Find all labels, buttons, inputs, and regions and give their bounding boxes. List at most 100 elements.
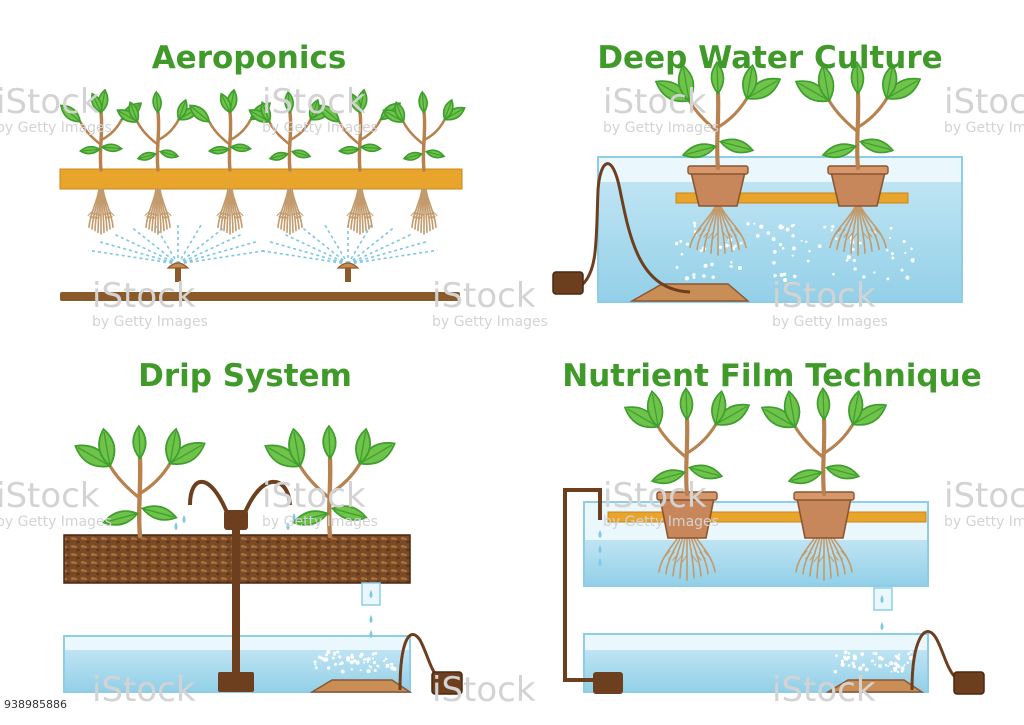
leaf-vein	[788, 394, 796, 427]
leaf-vein	[231, 146, 250, 150]
bubble	[364, 658, 367, 661]
root-hair	[832, 552, 839, 561]
bubble	[325, 653, 328, 657]
nozzle-head	[336, 262, 360, 269]
mist-line	[347, 224, 372, 265]
bubble	[781, 247, 785, 250]
root-hair	[707, 231, 715, 240]
leaf-vein	[746, 80, 778, 99]
roots	[346, 188, 374, 235]
water-drop	[880, 595, 884, 603]
leaf	[188, 104, 211, 123]
leaf-vein	[798, 82, 830, 102]
root-hair	[94, 213, 102, 221]
root-hair	[414, 211, 421, 219]
water-drop	[598, 545, 602, 553]
bubble	[371, 652, 375, 656]
bubble	[376, 664, 379, 668]
bubble	[369, 666, 373, 669]
mist-line	[347, 249, 438, 265]
plant-stem	[155, 110, 161, 172]
leaf	[219, 92, 232, 114]
leaf-vein	[359, 431, 367, 464]
plant-branch	[208, 121, 231, 146]
bubble	[771, 237, 776, 242]
mist-sprayer	[258, 224, 438, 282]
bubble	[349, 660, 354, 665]
root-hair	[236, 209, 244, 217]
bubble	[847, 664, 851, 667]
large-plant	[794, 61, 922, 171]
bubble	[766, 231, 771, 235]
root-hair	[410, 209, 418, 217]
plant-branch	[656, 425, 688, 460]
leaf-vein	[296, 512, 328, 523]
bubble	[692, 273, 696, 277]
channel-bar	[607, 511, 927, 523]
leaf	[268, 151, 289, 161]
bubble	[851, 247, 855, 252]
aeroponics-system	[59, 168, 463, 301]
bubble	[790, 224, 794, 228]
root-hair	[278, 210, 285, 218]
plant-branch	[139, 462, 172, 495]
bubble	[346, 657, 351, 662]
bubble	[366, 657, 371, 662]
bubble	[359, 669, 362, 672]
bubble	[782, 277, 788, 283]
leaf	[288, 427, 306, 468]
leaf-vein	[321, 106, 340, 123]
bubble	[340, 661, 344, 665]
leaf	[817, 64, 835, 103]
leaf-vein	[191, 106, 210, 123]
mist-line	[324, 224, 349, 265]
bubble	[889, 236, 892, 239]
leaf-vein	[444, 101, 452, 120]
bubble	[739, 241, 743, 245]
submersible-pump	[218, 672, 254, 692]
leaf	[859, 138, 895, 154]
bubble	[791, 254, 794, 257]
root-strand	[231, 188, 243, 229]
roots	[689, 204, 747, 256]
bubble	[358, 654, 363, 659]
roots	[829, 204, 887, 256]
plant-branch	[298, 465, 332, 500]
leaf-vein	[856, 64, 859, 94]
bubble	[884, 663, 888, 667]
plant-branch	[359, 118, 382, 142]
leaf	[783, 390, 801, 429]
bubble	[900, 268, 904, 272]
bubble	[890, 670, 893, 673]
water-drop	[369, 630, 373, 638]
bubble	[727, 244, 730, 247]
root-hair	[223, 213, 231, 221]
bubble	[831, 224, 835, 229]
dripper-line	[188, 479, 230, 516]
root-hair	[866, 230, 873, 238]
bubble	[718, 245, 723, 249]
bubble	[746, 222, 750, 226]
root-strand	[719, 204, 747, 249]
plant-branch	[823, 423, 855, 455]
bubble	[326, 666, 331, 670]
nozzle-head	[166, 262, 190, 269]
leaf	[359, 143, 383, 153]
root-hair	[351, 212, 359, 220]
plant-pot	[656, 491, 718, 539]
bubble	[383, 659, 386, 662]
root-hair	[218, 210, 225, 218]
root-hair	[283, 213, 291, 221]
bubble	[832, 272, 835, 276]
plant-pot	[827, 165, 889, 207]
water-drop	[174, 522, 178, 530]
supply-pipe	[563, 488, 602, 682]
leaf-vein	[826, 467, 857, 477]
root-hair	[672, 552, 679, 561]
plant-branch	[100, 118, 123, 142]
bubble	[800, 239, 803, 242]
root-hair	[847, 231, 855, 240]
root-hair	[220, 211, 227, 219]
leaf-vein	[685, 145, 716, 155]
plant-branch	[402, 121, 425, 146]
